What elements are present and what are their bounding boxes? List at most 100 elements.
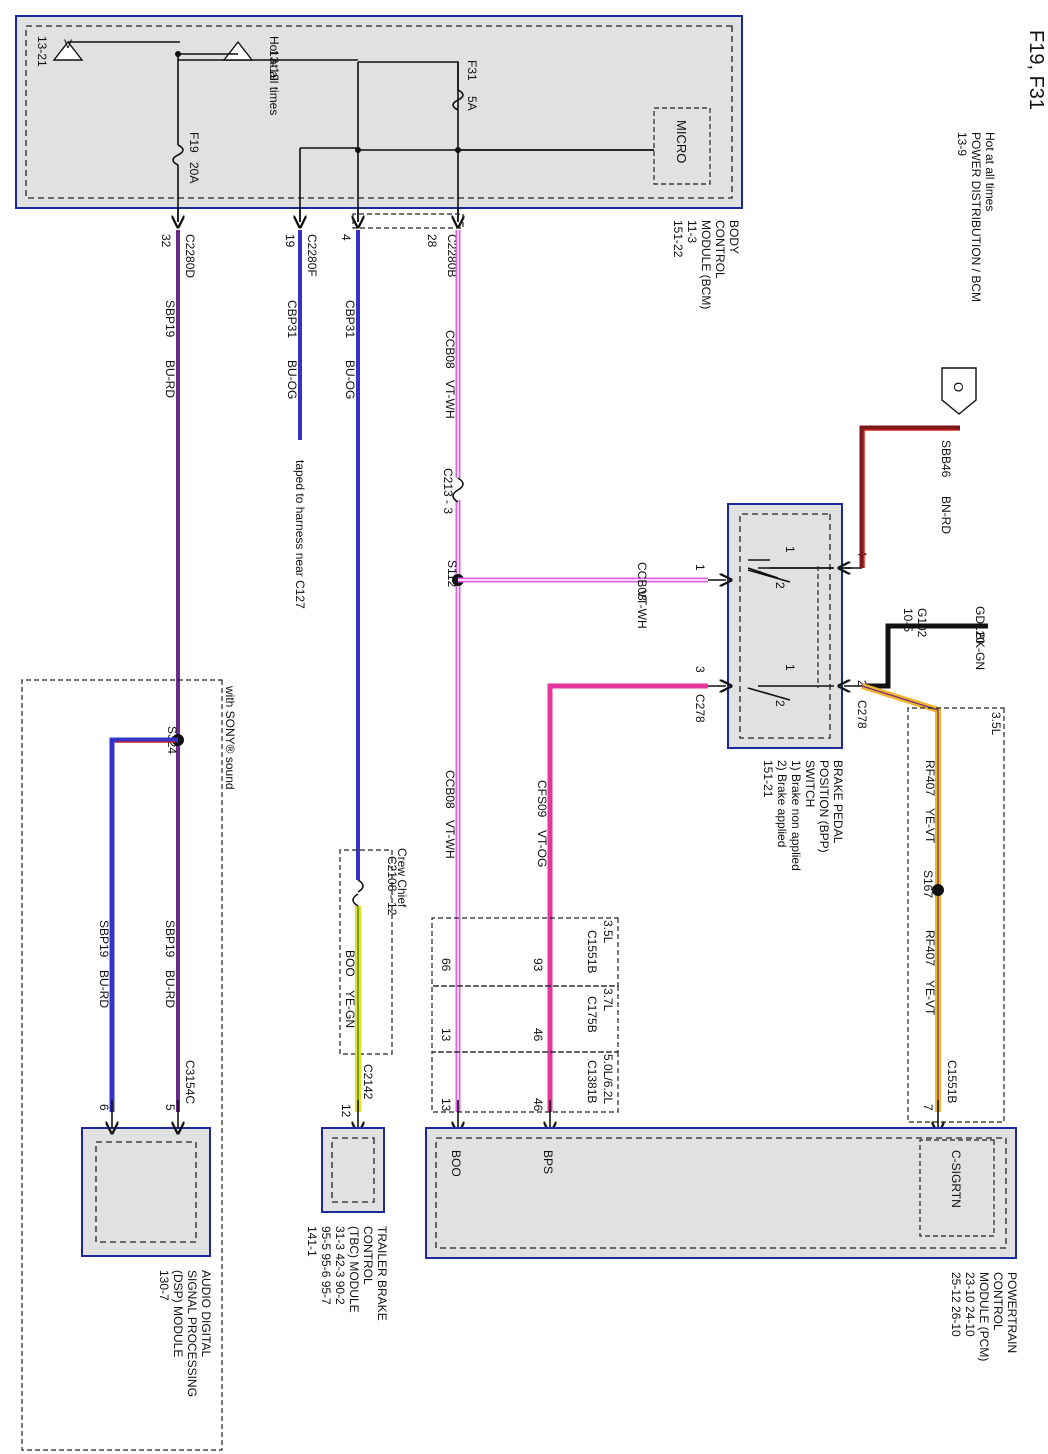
wire-rf407-stripe (861, 685, 939, 1112)
sw-a-pin-2: 2 (773, 582, 787, 589)
pin-dsp-5: 5 (163, 1104, 177, 1111)
tbc-label-6: 141-1 (305, 1226, 319, 1257)
gd120-color: BK-GN (973, 632, 987, 670)
bcm-label-3: MODULE (BCM) (699, 220, 713, 309)
pcm-label-4: 23-10 24-10 (963, 1272, 977, 1337)
wire-sbb46 (859, 425, 960, 568)
cbp31-color-1: BU-OG (343, 360, 357, 399)
pin-bpp-1: 1 (693, 564, 707, 571)
sbb46-color: BN-RD (939, 496, 953, 534)
bpp-switch: BRAKE PEDAL POSITION (BPP) SWITCH 1) Bra… (727, 503, 845, 871)
dsp-label-1: AUDIO DIGITAL (199, 1270, 213, 1357)
conn-c2142: C2142 (361, 1064, 375, 1100)
switch-a-lever (747, 569, 791, 583)
conn-c1551b-b: C1551B (585, 930, 599, 973)
diagram-body: F19, F31 Hot at all times POWER DISTRIBU… (15, 15, 1047, 1451)
switch-b-lever (747, 687, 791, 701)
label-s112: S112 (445, 560, 459, 587)
dsp-label-2: SIGNAL PROCESSING (185, 1270, 199, 1397)
tbc-label-5: 95-5 95-6 95-7 (319, 1226, 333, 1305)
hot-source-line-1: Hot at all times (267, 36, 281, 115)
conn-c175b: C175B (585, 996, 599, 1033)
conn-c278-b: C278 (693, 694, 707, 723)
c-sigrtn-box (919, 1139, 995, 1237)
boo-circuit: BOO (343, 950, 357, 977)
rf407-circuit-2: RF407 (923, 930, 937, 966)
hot-source-line-2: 13-19 (267, 50, 281, 81)
boo-color: YE-GN (343, 990, 357, 1028)
conn-c1381b: C1381B (585, 1060, 599, 1103)
sbp19-color-2: BU-RD (163, 970, 177, 1008)
variant-50-box (431, 1051, 619, 1113)
pcm-pin-bps: BPS (541, 1150, 555, 1174)
cbp31-circuit-2: CBP31 (285, 300, 299, 338)
ground-name: G102 (915, 608, 929, 638)
pin-pcm-46: 46 (531, 1098, 545, 1112)
gd120-circuit: GD120 (973, 606, 987, 644)
pin-pcm-13: 13 (439, 1098, 453, 1112)
power-dist-line-2: POWER DISTRIBUTION / BCM (969, 132, 983, 302)
bpp-inner (739, 513, 831, 739)
ref-13-21-label: 13-21 (35, 36, 49, 67)
rf407-variant: 3.5L (989, 712, 1003, 736)
sw-b-pin-2: 2 (773, 700, 787, 707)
pin-pcm-7: 7 (921, 1104, 935, 1111)
f19-fuse-icon (172, 144, 184, 166)
pin-bcm-32: 32 (159, 234, 173, 248)
hot-source-triangle (222, 40, 254, 61)
sbp19-circuit-2: SBP19 (163, 920, 177, 958)
dsp-label-3: (DSP) MODULE (171, 1270, 185, 1357)
bcm-dashed-inner (25, 25, 733, 199)
f19-name: F19 (187, 132, 201, 153)
ref-13-21-triangle (52, 40, 84, 61)
pin-bpp-3: 3 (693, 666, 707, 673)
pcm-label-3: MODULE (PCM) (977, 1272, 991, 1361)
ccb08-color-3: VT-WH (635, 590, 649, 629)
cfs09-circuit: CFS09 (535, 780, 549, 818)
pin-c1551b-93: 93 (531, 958, 545, 972)
conn-c1551b-a: C1551B (945, 1060, 959, 1103)
sbp19-circuit-3: SBP19 (97, 920, 111, 958)
c2280b-dash (352, 213, 464, 229)
power-dist-line-1: Hot at all times (983, 132, 997, 211)
bpp-label-1: BRAKE PEDAL (831, 760, 845, 844)
bpp-label-6: 151-21 (761, 760, 775, 798)
sw-b-pin-1: 1 (783, 664, 797, 671)
tbc-label-3: (TBC) MODULE (347, 1226, 361, 1313)
wire-rf407 (861, 683, 941, 1112)
pin-c1551b-66: 66 (439, 958, 453, 972)
conn-c213: C213 - 3 (441, 468, 455, 514)
sbp19-color-1: BU-RD (163, 360, 177, 398)
power-dist-line-3: 13-9 (955, 132, 969, 156)
pcm-label-1: POWERTRAIN (1005, 1272, 1019, 1353)
rf407-color-2: YE-VT (923, 980, 937, 1016)
sw-a-pin-1: 1 (783, 546, 797, 553)
bpp-box (727, 503, 843, 749)
pcm-module-box (425, 1127, 1017, 1259)
sbp19-circuit-1: SBP19 (163, 300, 177, 338)
pin-tbc-12: 12 (339, 1104, 353, 1118)
f31-junction (455, 147, 461, 153)
conn-c2108: C2108 - 12 (385, 856, 399, 916)
ccb08-circuit-1: CCB08 (443, 330, 457, 369)
pin-bcm-19: 19 (283, 234, 297, 248)
wire-sbp19-branch (109, 737, 178, 1112)
bcm-label-4: 11-3 (685, 220, 699, 243)
taped-note: taped to harness near C127 (293, 460, 307, 609)
variant-37-label: 3.7L (601, 988, 615, 1012)
ccb08-circuit-2: CCB08 (443, 770, 457, 809)
rf407-variant-box (907, 707, 1005, 1123)
pin-bcm-28: 28 (425, 234, 439, 248)
conn-c278-a: C278 (855, 700, 869, 729)
pcm-pin-c-sigrtn: C-SIGRTN (949, 1150, 963, 1208)
bcm-4-junction (355, 147, 361, 153)
rf407-color-1: YE-VT (923, 808, 937, 844)
wire-cfs09 (547, 683, 708, 1112)
crew-chief-label: Crew Chief (395, 848, 409, 908)
bcm-module: MICRO BODY CONTROL MODULE (BCM) 11-3 151… (15, 15, 743, 309)
pcm-inner (435, 1137, 1007, 1249)
micro-label: MICRO (674, 120, 689, 163)
bpp-label-2: POSITION (BPP) (817, 760, 831, 853)
ccb08-circuit-3: CCB08 (635, 562, 649, 601)
bcm-label-1: BODY (727, 220, 741, 254)
